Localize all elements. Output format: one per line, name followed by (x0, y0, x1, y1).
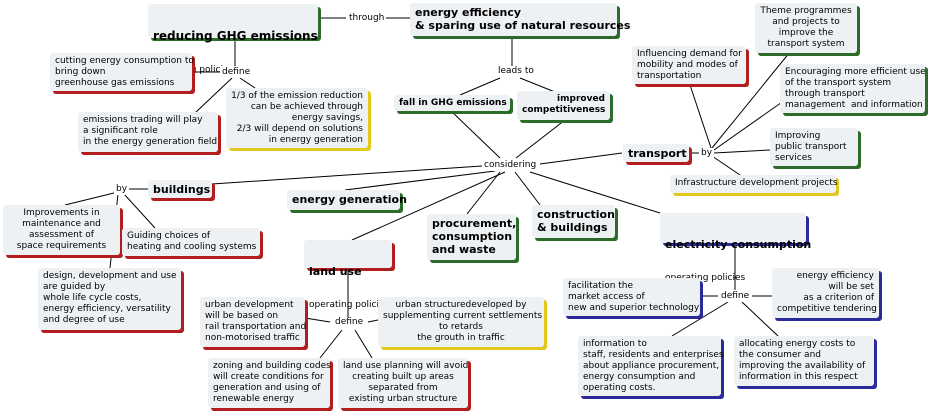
node-infrastructure-projects: Infrastructure development projects (670, 175, 838, 193)
node-zoning-codes: zoning and building codes will create co… (208, 358, 331, 408)
node-electricity-consumption: electricity consumption operating polici… (660, 213, 811, 283)
node-land-use: land use operating policies (304, 240, 392, 310)
node-construction-buildings: construction & buildings (532, 205, 615, 238)
node-title: land use (309, 265, 362, 278)
link-label-define-land: define (333, 317, 366, 328)
link-label-define-electricity: define (719, 291, 752, 302)
node-urban-development: urban development will be based on rail … (200, 297, 306, 347)
node-allocating-energy-costs: allocating energy costs to the consumer … (734, 336, 874, 386)
node-title: electricity consumption (665, 238, 812, 251)
node-facilitation-market-access: facilitation the market access of new an… (563, 278, 700, 316)
node-improving-public-transport: Improving public transport services (770, 128, 858, 166)
link-label-by-buildings: by (114, 184, 130, 195)
node-land-use-planning: land use planning will avoid creating bu… (338, 358, 468, 408)
node-energy-efficiency: energy efficiency & sparing use of natur… (410, 3, 630, 36)
node-energy-generation: energy generation (287, 190, 407, 210)
node-competitive-tendering: energy efficiency will be set as a crite… (772, 268, 879, 318)
link-label-through: through (347, 13, 387, 24)
node-information-to-staff: information to staff, residents and ente… (578, 336, 724, 396)
node-transport: transport (623, 144, 689, 162)
node-cutting-energy: cutting energy consumption to bring down… (50, 53, 194, 91)
node-improved-competitiveness: improved competitiveness (517, 91, 610, 120)
node-subtitle: operating policies (309, 300, 390, 310)
node-theme-programmes: Theme programmes and projects to improve… (755, 3, 857, 53)
node-urban-structure: urban structuredeveloped by supplementin… (378, 297, 544, 347)
node-heating-cooling: Guiding choices of heating and cooling s… (122, 228, 260, 256)
node-design-development: design, development and use are guided b… (38, 268, 181, 330)
node-one-third-reduction: 1/3 of the emission reduction can be ach… (226, 88, 368, 148)
node-procurement-waste: procurement, consumption and waste (427, 214, 516, 260)
link-label-leads-to: leads to (496, 66, 536, 77)
link-label-by-transport: by (699, 148, 715, 159)
node-emissions-trading: emissions trading will play a significan… (78, 112, 218, 152)
node-buildings: buildings (148, 180, 212, 198)
node-fall-in-ghg: fall in GHG emissions (394, 95, 510, 111)
node-reducing-ghg-emissions: reducing GHG emissions operating policie… (148, 4, 318, 75)
node-influencing-demand: Influencing demand for mobility and mode… (632, 46, 746, 84)
node-title: reducing GHG emissions (153, 29, 318, 43)
node-encouraging-efficient-use: Encouraging more efficient use of the tr… (780, 64, 926, 113)
node-maintenance-improvements: Improvements in maintenance and assessme… (3, 205, 120, 255)
link-label-define-ghg: define (220, 67, 253, 78)
link-label-considering: considering (482, 160, 539, 171)
